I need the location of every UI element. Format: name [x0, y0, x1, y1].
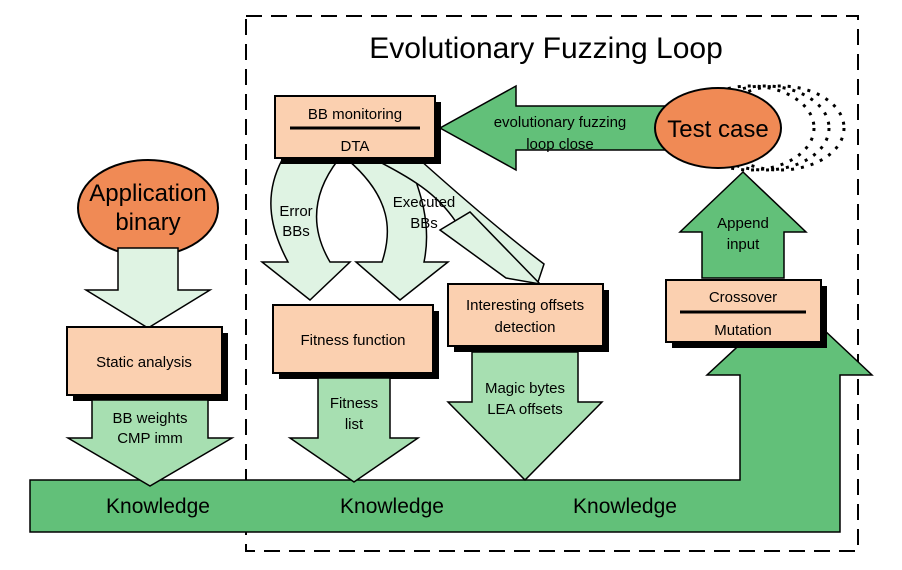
loop-boundary — [245, 15, 859, 552]
diagram-title: Evolutionary Fuzzing Loop — [369, 32, 723, 65]
executed-bbs-arrow — [345, 159, 451, 301]
dta-label: DTA — [341, 138, 370, 155]
test-case-node — [654, 87, 782, 169]
loop-close-arrow — [438, 84, 681, 172]
bb-weights-line1: BB weights — [112, 410, 187, 427]
bb-weights-arrow — [65, 399, 235, 487]
error-bbs-arrow — [259, 159, 352, 301]
error-bbs-line2: BBs — [282, 223, 310, 240]
executed-bbs-line1: Executed — [393, 194, 456, 211]
loop-close-line2: loop close — [526, 136, 594, 153]
append-input-line2: input — [727, 236, 760, 253]
magic-bytes-line1: Magic bytes — [485, 380, 565, 397]
fitness-list-line2: list — [345, 416, 364, 433]
interesting-offsets-box — [447, 283, 604, 347]
test-case-stack — [684, 84, 846, 172]
application-binary-node — [77, 159, 219, 257]
knowledge-label-3: Knowledge — [573, 495, 677, 518]
error-bbs-line1: Error — [279, 203, 312, 220]
fitness-list-line1: Fitness — [330, 395, 378, 412]
bb-monitoring-label: BB monitoring — [308, 106, 402, 123]
static-analysis-box — [66, 326, 223, 396]
fitness-function-box — [272, 304, 434, 374]
knowledge-label-2: Knowledge — [340, 495, 444, 518]
fitness-list-arrow — [287, 377, 421, 483]
append-input-line1: Append — [717, 215, 769, 232]
bb-weights-line2: CMP imm — [117, 430, 183, 447]
mutation-label: Mutation — [714, 322, 772, 339]
application-binary-line1: Application — [89, 180, 206, 207]
executed-bbs-line2: BBs — [410, 215, 438, 232]
crossover-label: Crossover — [709, 289, 777, 306]
knowledge-label-1: Knowledge — [106, 495, 210, 518]
loop-close-line1: evolutionary fuzzing — [494, 114, 627, 131]
magic-bytes-arrow — [446, 351, 604, 482]
interesting-offsets-line2: detection — [495, 319, 556, 336]
application-binary-line2: binary — [115, 209, 180, 236]
static-analysis-label: Static analysis — [96, 354, 192, 371]
magic-bytes-line2: LEA offsets — [487, 401, 563, 418]
append-input-arrow — [678, 170, 808, 279]
interesting-offsets-line1: Interesting offsets — [466, 297, 584, 314]
fitness-function-label: Fitness function — [300, 332, 405, 349]
binary-to-analysis-arrow — [83, 247, 213, 329]
test-case-label: Test case — [667, 116, 768, 143]
